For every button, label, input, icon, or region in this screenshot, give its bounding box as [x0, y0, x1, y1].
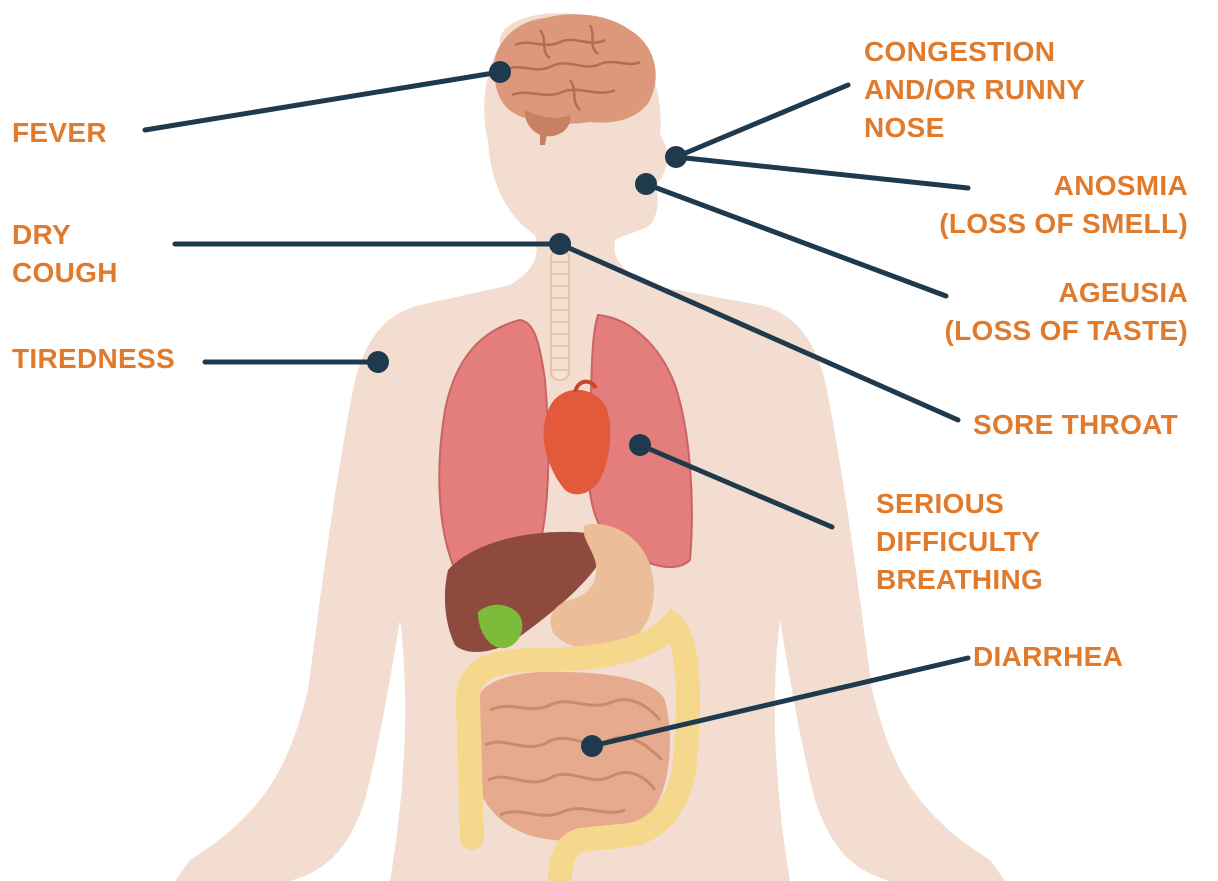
dot-fever: [489, 61, 511, 83]
dot-throat: [549, 233, 571, 255]
leader-congestion: [676, 85, 848, 157]
label-diarrhea-line1: DIARRHEA: [973, 638, 1123, 676]
label-ageusia-line2: (LOSS OF TASTE): [944, 312, 1188, 350]
label-breathing-line3: BREATHING: [876, 561, 1043, 599]
small-intestine-icon: [471, 672, 670, 841]
label-fever: FEVER: [12, 114, 107, 152]
label-dry-cough-line1: DRY: [12, 216, 118, 254]
label-ageusia: AGEUSIA (LOSS OF TASTE): [944, 274, 1188, 350]
trachea-tube: [551, 250, 569, 380]
label-breathing-line2: DIFFICULTY: [876, 523, 1043, 561]
leader-anosmia: [676, 157, 968, 188]
leader-ageusia: [646, 184, 946, 296]
label-dry-cough: DRY COUGH: [12, 216, 118, 292]
label-anosmia-line1: ANOSMIA: [939, 167, 1188, 205]
label-sore-throat: SORE THROAT: [973, 406, 1178, 444]
dot-lung: [629, 434, 651, 456]
label-tiredness-line1: TIREDNESS: [12, 340, 175, 378]
brain-shape: [494, 14, 656, 124]
label-ageusia-line1: AGEUSIA: [944, 274, 1188, 312]
label-congestion-line3: NOSE: [864, 109, 1085, 147]
label-breathing-line1: SERIOUS: [876, 485, 1043, 523]
label-diarrhea: DIARRHEA: [973, 638, 1123, 676]
label-congestion-line2: AND/OR RUNNY: [864, 71, 1085, 109]
dot-mouth: [635, 173, 657, 195]
label-anosmia-line2: (LOSS OF SMELL): [939, 205, 1188, 243]
dot-nose: [665, 146, 687, 168]
label-fever-line1: FEVER: [12, 114, 107, 152]
label-congestion: CONGESTION AND/OR RUNNY NOSE: [864, 33, 1085, 147]
dot-intestine: [581, 735, 603, 757]
label-sore-throat-line1: SORE THROAT: [973, 406, 1178, 444]
label-congestion-line1: CONGESTION: [864, 33, 1085, 71]
label-anosmia: ANOSMIA (LOSS OF SMELL): [939, 167, 1188, 243]
leader-fever: [145, 72, 500, 130]
label-dry-cough-line2: COUGH: [12, 254, 118, 292]
trachea-icon: [551, 250, 569, 380]
label-tiredness: TIREDNESS: [12, 340, 175, 378]
label-breathing: SERIOUS DIFFICULTY BREATHING: [876, 485, 1043, 599]
dot-tiredness: [367, 351, 389, 373]
